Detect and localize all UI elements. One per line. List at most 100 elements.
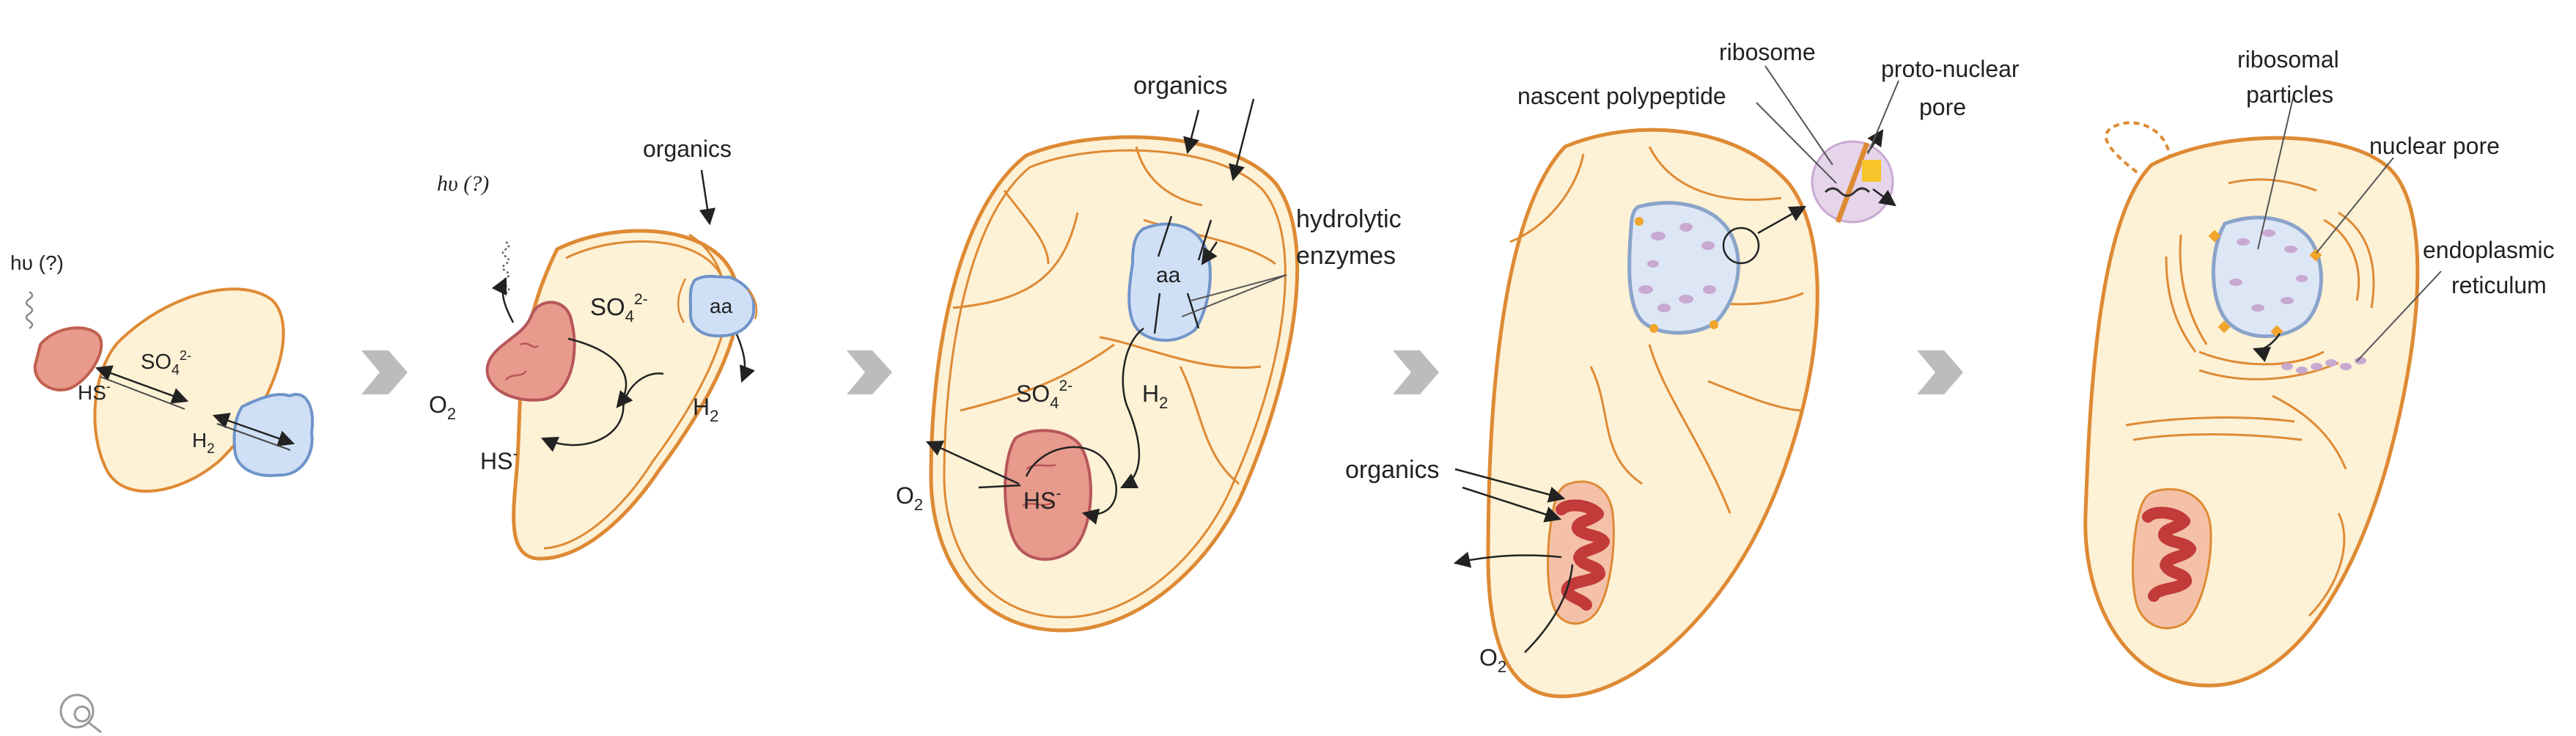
stage5-mito-cristae (2142, 507, 2196, 602)
stage4-pore-marker-3 (1710, 320, 1718, 329)
stage5-export-arrow (2252, 333, 2281, 362)
stage3-sulfur-compartment (1004, 429, 1092, 561)
stage1-h2-line (216, 423, 291, 451)
stage4-mito-cristae (1556, 499, 1610, 611)
stage3-sulfur-membrane (1022, 463, 1056, 507)
stage2-o2-arrow (491, 276, 515, 323)
stage5-ribosome-dots (2229, 229, 2308, 312)
stage1-so4-label: SO42- (141, 348, 191, 378)
stage4-pore-marker-2 (1649, 324, 1658, 333)
stage4-internal-membranes (1509, 146, 1804, 514)
stage5-er-label-2: reticulum (2451, 272, 2547, 298)
stage2-hv-label: hυ (?) (437, 172, 489, 196)
stage3-hs-label: HS- (1023, 485, 1061, 514)
stage1-h2-arrow (212, 413, 295, 446)
stage2-sulfur-bacterium (485, 301, 576, 402)
stage1-hs-label: HS- (78, 379, 111, 404)
stage-2-engulfment: hυ (?) organics SO42- O2 HS- H2 aa (429, 136, 758, 561)
stage3-so4-label: SO42- (1016, 378, 1072, 412)
stage2-organics-arrow (699, 169, 716, 226)
stage-arrow-2 (847, 350, 892, 394)
stage5-ribosomal-label-1: ribosomal (2237, 46, 2339, 73)
stage1-h2-label: H2 (192, 429, 215, 457)
stage4-o2-label: O2 (1479, 644, 1506, 676)
stage3-h2-label: H2 (1142, 380, 1168, 412)
stage2-h2-label: H2 (693, 394, 718, 425)
stage3-digestion-arrows (1153, 216, 1217, 334)
stage3-aa-label: aa (1156, 263, 1181, 287)
stage3-internal-membranes (952, 146, 1276, 485)
stage2-light-wave (501, 240, 510, 295)
stage2-so4-label: SO42- (590, 291, 648, 325)
stage3-o2-label: O2 (896, 482, 923, 514)
stage3-hydrolytic-label-1: hydrolytic (1296, 205, 1402, 233)
stage4-proto-pointer (1867, 80, 1899, 155)
stage2-hs-label: HS- (480, 446, 518, 474)
stage4-ribosome-pointer (1764, 65, 1833, 166)
stage5-er-pointer (2356, 271, 2442, 362)
stage-3-compartmentalisation: organics hydrolytic enzymes aa SO42- H2 … (896, 72, 1402, 633)
stage1-exchange-arrow (95, 365, 189, 404)
stage4-inset-polypeptide (1824, 187, 1871, 197)
stage2-membrane-wrap (677, 278, 758, 323)
stage4-o2-arrow (1453, 551, 1562, 568)
stage4-nascent-label: nascent polypeptide (1517, 83, 1726, 109)
stage3-host-cell (929, 135, 1300, 633)
stage2-organics-label: organics (643, 136, 732, 162)
stage4-organics-arrow-1 (1454, 468, 1566, 503)
stage5-er-ribosomes (2281, 357, 2366, 374)
stage5-ribosomal-pointer (2257, 91, 2295, 250)
stage3-organics-arrow-2 (1229, 98, 1255, 182)
stage5-ribosomal-label-2: particles (2246, 81, 2333, 108)
stage2-cycle-arrow (567, 337, 633, 408)
stage4-inset-arrow-2 (1872, 188, 1896, 207)
stage4-ribosome-label: ribosome (1719, 39, 1816, 65)
stage3-o2-line (978, 484, 1021, 489)
stage-arrow-1 (361, 350, 408, 394)
stage5-nuclear-pore-label: nuclear pore (2369, 133, 2500, 159)
stage4-o2-line (1524, 564, 1574, 653)
stage4-proto-nucleus (1627, 201, 1740, 335)
stage2-sulfur-membrane (505, 342, 539, 380)
stage4-proto-label-1: proto-nuclear (1881, 56, 2020, 82)
stage3-enzyme-pointer-1 (1191, 274, 1287, 301)
stage5-er-membranes (2125, 178, 2375, 617)
stage2-o2-label: O2 (429, 391, 456, 423)
stage3-h2-arrow (1119, 327, 1144, 489)
stage-5-eukaryotic-cell: ribosomal particles nuclear pore endopla… (2083, 46, 2555, 688)
stage1-light-wave (25, 290, 34, 330)
stage-4-proto-nucleus: ribosome proto-nuclear pore nascent poly… (1345, 39, 2020, 699)
stage3-organics-arrow-1 (1183, 109, 1200, 155)
stage3-cycle-arrow (1025, 446, 1117, 525)
stage2-inner-membrane (543, 240, 729, 550)
stage-arrow-4 (1917, 350, 1963, 394)
stage2-aa-label: aa (710, 295, 733, 317)
stage1-sulfur-bacterium (33, 326, 103, 391)
stage5-pore-pointer (2316, 157, 2394, 254)
stage4-pore-marker-1 (1635, 217, 1644, 226)
stage4-zoom-circle (1722, 227, 1760, 265)
stage-1-consortium: hυ (?) SO42- HS- H2 (10, 251, 314, 493)
stage4-nascent-pointer (1756, 102, 1837, 184)
stage4-ribosome-dots (1638, 223, 1716, 312)
stage-arrow-3 (1393, 350, 1439, 394)
stage4-organics-label: organics (1345, 456, 1440, 484)
stage1-hydrogen-partner (232, 393, 314, 477)
stage1-exchange-line (100, 376, 185, 410)
stage1-hv-label: hυ (?) (10, 251, 64, 274)
stage2-membrane-fold (688, 233, 724, 279)
stage3-hydrolytic-label-2: enzymes (1296, 242, 1396, 270)
stage5-er-label-1: endoplasmic (2423, 237, 2555, 263)
stage4-inset-membrane (1835, 141, 1870, 224)
stage4-zoom-arrow (1757, 205, 1806, 235)
stage3-inner-membrane (943, 149, 1287, 619)
stage3-organics-label: organics (1133, 72, 1228, 100)
stage4-inset-pore (1862, 160, 1881, 182)
corner-logo (59, 693, 102, 734)
stage2-h2-arrow (540, 372, 664, 452)
stage4-organics-arrow-2 (1462, 486, 1562, 523)
stage4-proto-label-2: pore (1919, 94, 1966, 120)
stage3-o2-arrow (925, 441, 1020, 485)
stage2-hydrogen-partner (688, 274, 756, 338)
